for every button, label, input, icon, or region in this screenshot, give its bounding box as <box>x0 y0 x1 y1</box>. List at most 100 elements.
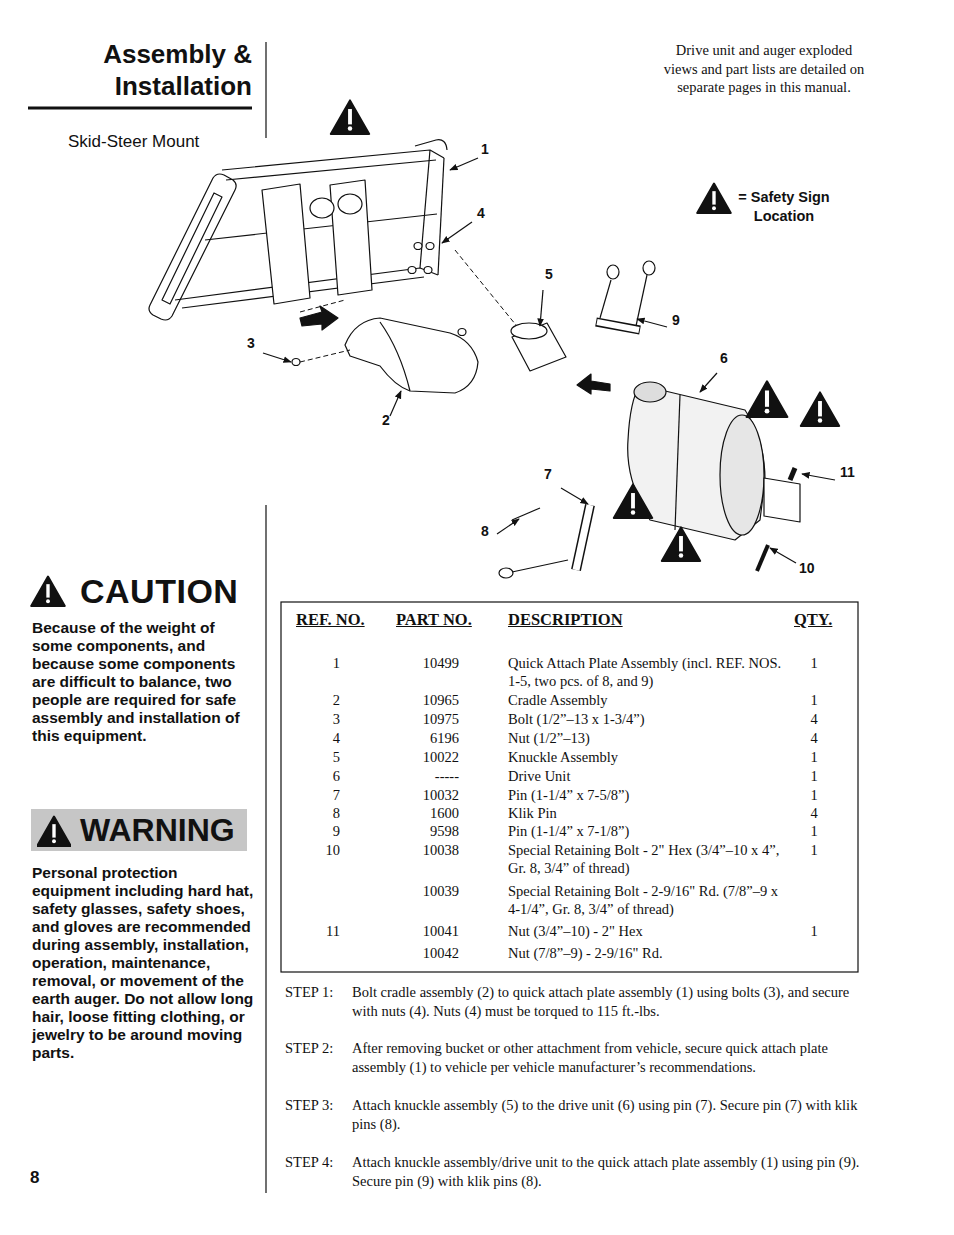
leader-line <box>263 353 291 362</box>
pin-ring <box>636 275 647 326</box>
exclamation <box>46 599 50 603</box>
callout-number: 5 <box>545 266 553 282</box>
page-title: Assembly & Installation <box>28 38 252 102</box>
step-label: STEP 2: <box>285 1039 333 1058</box>
nut <box>426 243 434 250</box>
table-cell: Nut (3/4”–10) - 2" Hex <box>508 922 786 940</box>
safety-triangle <box>747 381 788 417</box>
drive-port <box>634 382 666 402</box>
pivot-tube <box>310 198 334 218</box>
safety-sign-icon <box>801 392 839 426</box>
title-rule <box>28 107 252 110</box>
exclamation <box>712 206 716 210</box>
page-number: 8 <box>30 1168 39 1188</box>
table-cell: 1600 <box>396 804 459 822</box>
table-cell: 11 <box>290 922 340 940</box>
table-cell: 10032 <box>396 786 459 804</box>
plate-bracket <box>262 184 310 304</box>
table-cell: 9 <box>290 822 340 840</box>
callout-number: 10 <box>799 560 815 576</box>
plate-rail <box>222 150 444 170</box>
klik-pin <box>512 560 568 572</box>
table-cell: 10039 <box>396 882 459 900</box>
exclamation <box>52 839 56 843</box>
exclamation <box>631 493 635 508</box>
table-cell: 10499 <box>396 654 459 672</box>
safety-triangle <box>662 527 700 561</box>
bolt-head <box>458 329 466 336</box>
safety-sign-icon <box>331 100 369 134</box>
table-header: DESCRIPTION <box>508 610 623 630</box>
pin <box>576 505 590 570</box>
table-cell: 4 <box>792 710 836 728</box>
assembly-line <box>455 250 520 330</box>
safety-sign-icon <box>662 527 700 561</box>
table-cell: 1 <box>792 922 836 940</box>
safety-triangle <box>801 392 839 426</box>
table-cell: 10 <box>290 841 340 859</box>
note: Drive unit and auger exploded views and … <box>658 41 870 97</box>
knuckle-tube <box>511 323 547 339</box>
step-text: Bolt cradle assembly (2) to quick attach… <box>352 983 867 1021</box>
warning-band: WARNING <box>31 809 247 851</box>
knuckle <box>512 323 566 371</box>
drive-flange <box>720 415 764 535</box>
warning-icon <box>37 813 71 847</box>
leader-line <box>770 548 796 563</box>
table-cell: ----- <box>396 767 459 785</box>
klik-pin <box>512 508 540 520</box>
nut <box>424 267 432 274</box>
safety-triangle <box>697 184 731 213</box>
callout-number: 3 <box>247 335 255 351</box>
bolt <box>757 545 768 571</box>
assembly-line <box>300 350 350 362</box>
table-cell: 2 <box>290 691 340 709</box>
table-cell: Drive Unit <box>508 767 786 785</box>
step-label: STEP 4: <box>285 1153 333 1172</box>
leader-line <box>561 488 588 504</box>
plate-bracket <box>330 180 372 295</box>
callout-number: 4 <box>477 205 485 221</box>
table-header: QTY. <box>794 610 832 630</box>
table-cell: 3 <box>290 710 340 728</box>
callout-number: 1 <box>481 141 489 157</box>
direction-arrow <box>577 374 610 394</box>
exclamation <box>712 191 715 204</box>
step-label: STEP 3: <box>285 1096 333 1115</box>
drive-shaft <box>764 478 800 522</box>
table-cell: 1 <box>792 767 836 785</box>
exclamation <box>765 409 770 414</box>
exclamation <box>818 418 822 422</box>
step-text: Attach knuckle assembly (5) to the drive… <box>352 1096 867 1134</box>
safety-sign-icon <box>31 577 65 606</box>
callout-number: 9 <box>672 312 680 328</box>
leader-line <box>497 519 519 534</box>
table-cell: 1 <box>290 654 340 672</box>
divider-line <box>265 505 266 1193</box>
table-cell: 8 <box>290 804 340 822</box>
leader-line <box>442 222 472 243</box>
safety-sign-icon <box>697 184 731 213</box>
table-cell: 10022 <box>396 748 459 766</box>
callout-number: 7 <box>544 466 552 482</box>
table-cell: 10975 <box>396 710 459 728</box>
exclamation <box>348 126 352 130</box>
table-cell: Pin (1-1/4” x 7-5/8”) <box>508 786 786 804</box>
table-cell: Cradle Assembly <box>508 691 786 709</box>
nut <box>408 267 416 274</box>
safety-triangle <box>614 484 652 518</box>
pin-ring <box>600 280 611 318</box>
table-cell: 10041 <box>396 922 459 940</box>
table-cell: 4 <box>290 729 340 747</box>
table-cell: Special Retaining Bolt - 2-9/16" Rd. (7/… <box>508 882 786 918</box>
step-text: Attach knuckle assembly/drive unit to th… <box>352 1153 867 1191</box>
table-cell: Quick Attach Plate Assembly (incl. REF. … <box>508 654 786 690</box>
klik-pin <box>499 568 513 578</box>
pin-ring <box>607 265 619 279</box>
table-cell: 10042 <box>396 944 459 962</box>
plate-rail <box>420 150 430 268</box>
exclamation <box>818 401 822 416</box>
table-cell: Pin (1-1/4” x 7-1/8”) <box>508 822 786 840</box>
leader-line <box>637 319 667 327</box>
table-cell: 7 <box>290 786 340 804</box>
